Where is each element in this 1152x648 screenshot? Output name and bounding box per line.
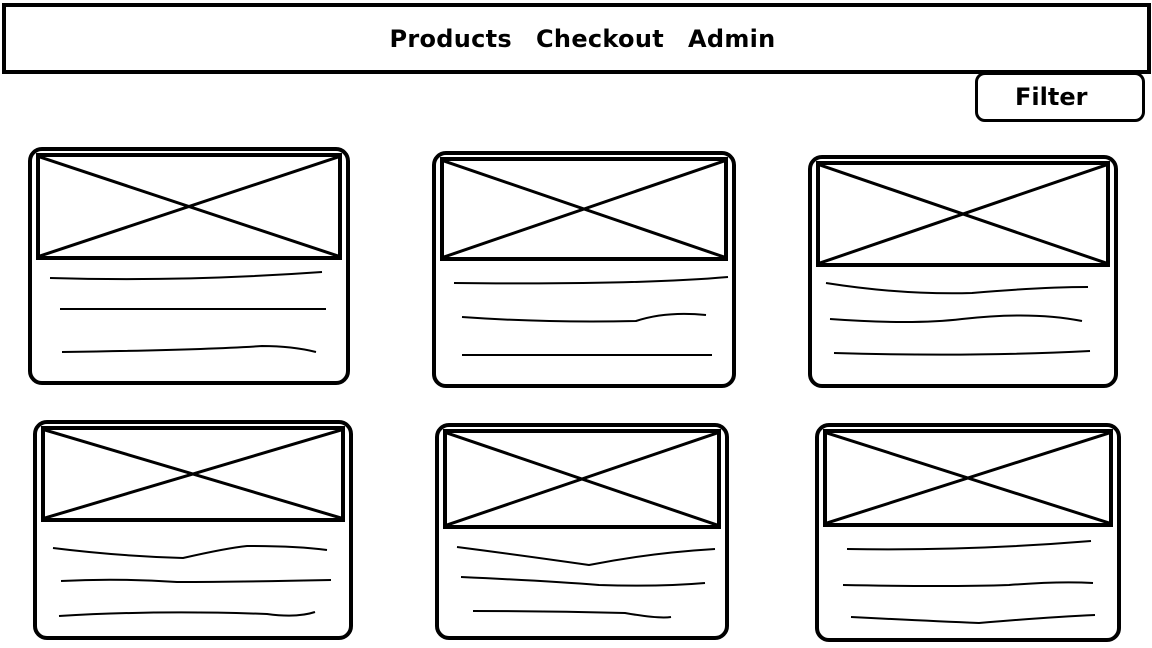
image-placeholder-icon — [447, 433, 717, 525]
image-placeholder-icon — [820, 165, 1106, 263]
nav-item-products[interactable]: Products — [389, 24, 513, 53]
product-image-placeholder — [41, 426, 345, 522]
product-card[interactable] — [33, 420, 353, 640]
image-placeholder-icon — [40, 157, 338, 256]
product-description-placeholder — [436, 267, 732, 384]
image-placeholder-icon — [444, 161, 724, 257]
product-card[interactable] — [815, 423, 1121, 642]
product-card[interactable] — [808, 155, 1118, 388]
product-description-placeholder — [37, 526, 349, 636]
nav-item-admin[interactable]: Admin — [687, 24, 776, 53]
top-navigation-bar: Products Checkout Admin — [2, 3, 1151, 74]
product-description-placeholder — [439, 531, 725, 636]
product-image-placeholder — [440, 157, 728, 261]
product-card[interactable] — [28, 147, 350, 385]
image-placeholder-icon — [45, 430, 341, 518]
filter-button[interactable]: Filter — [975, 72, 1145, 122]
product-image-placeholder — [36, 153, 342, 260]
nav-item-checkout[interactable]: Checkout — [536, 24, 664, 53]
image-placeholder-icon — [827, 433, 1109, 523]
product-description-placeholder — [812, 273, 1114, 384]
product-image-placeholder — [823, 429, 1113, 527]
product-description-placeholder — [819, 531, 1117, 638]
product-card[interactable] — [432, 151, 736, 388]
product-image-placeholder — [816, 161, 1110, 267]
product-image-placeholder — [443, 429, 721, 529]
product-card[interactable] — [435, 423, 729, 640]
product-description-placeholder — [32, 266, 346, 381]
